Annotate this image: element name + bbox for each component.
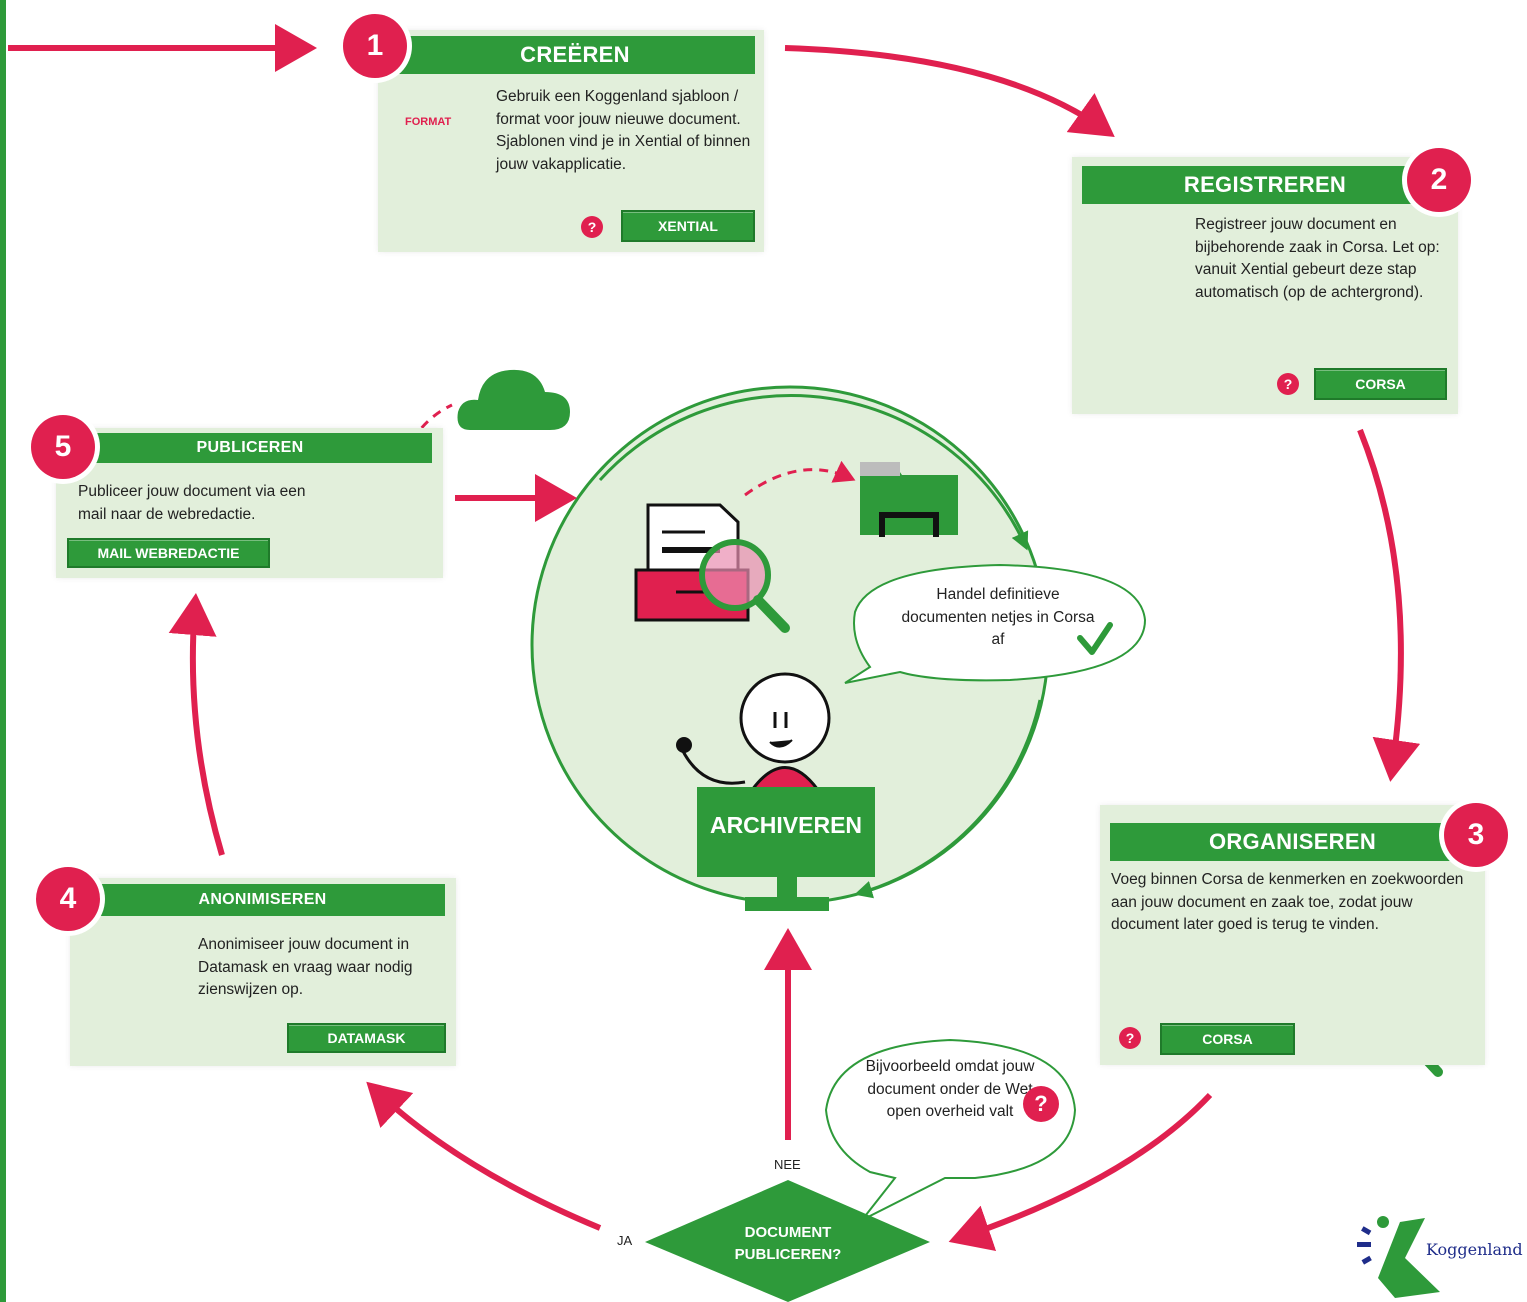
center-bubble-text: Handel definitieve documenten netjes in … [901, 586, 1095, 648]
decision-diamond [645, 1180, 930, 1302]
circle-arrow-bottom [854, 699, 1042, 899]
arrow-3-to-decision [948, 1092, 1213, 1252]
speech-bubble-center [844, 563, 1147, 684]
decision-label: DOCUMENT PUBLICEREN? [734, 1224, 842, 1263]
dashed-arrow-to-folder [744, 460, 856, 497]
person-figure [676, 672, 831, 792]
speech-bubble-decision [824, 1038, 1077, 1221]
step-4-header: ANONIMISEREN [80, 884, 445, 916]
step-4-number-badge: 4 [36, 867, 100, 931]
step-5-header: PUBLICEREN [68, 433, 432, 463]
decision-help-icon[interactable]: ? [1023, 1086, 1059, 1122]
xential-button[interactable]: XENTIAL [621, 210, 755, 242]
decision-no-label: NEE [774, 1157, 801, 1172]
step-3-number-badge: 3 [1444, 803, 1508, 867]
step-2-help-icon[interactable]: ? [1277, 373, 1299, 395]
koggenland-logo-text: Koggenland [1426, 1240, 1523, 1259]
step-3-help-icon[interactable]: ? [1119, 1027, 1141, 1049]
arrow-2-to-3 [1357, 428, 1421, 782]
arrow-decision-to-4 [366, 1081, 602, 1231]
decision-bubble-text: Bijvoorbeeld omdat jouw document onder d… [865, 1058, 1035, 1120]
circle-arrow-top [598, 394, 1029, 551]
step-1-text: Gebruik een Koggenland sjabloon / format… [496, 88, 751, 173]
arrow-4-to-5 [168, 593, 225, 856]
step-4-text: Anonimiseer jouw document in Datamask en… [198, 936, 413, 998]
checkmark-icon [1077, 622, 1113, 655]
step-1-number-badge: 1 [343, 14, 407, 78]
step-5-number-badge: 5 [31, 415, 95, 479]
step-1-help-icon[interactable]: ? [581, 216, 603, 238]
corsa-button-step-3[interactable]: CORSA [1160, 1023, 1295, 1055]
left-accent-bar [0, 0, 6, 1302]
cloud-icon [457, 369, 570, 430]
step-3-header: ORGANISEREN [1110, 823, 1475, 861]
format-label: FORMAT [405, 116, 452, 128]
step-3-text: Voeg binnen Corsa de kenmerken en zoekwo… [1111, 871, 1464, 933]
archive-label: ARCHIVEREN [709, 812, 863, 838]
step-2-text: Registreer jouw document en bijbehorende… [1195, 216, 1440, 301]
corsa-button-step-2[interactable]: CORSA [1314, 368, 1447, 400]
archive-search-icon [634, 503, 790, 633]
koggenland-logo-mark [1357, 1216, 1440, 1298]
mail-webredactie-button[interactable]: MAIL WEBREDACTIE [67, 538, 270, 568]
step-1-header: CREËREN [395, 36, 755, 74]
step-5-text: Publiceer jouw document via een mail naa… [78, 483, 306, 523]
step-2-number-badge: 2 [1407, 148, 1471, 212]
decision-yes-label: JA [617, 1233, 633, 1248]
folder-icon [860, 462, 958, 537]
monitor-icon [697, 787, 875, 911]
arrow-1-to-2 [784, 45, 1115, 137]
step-2-header: REGISTREREN [1082, 166, 1448, 204]
datamask-button[interactable]: DATAMASK [287, 1023, 446, 1053]
